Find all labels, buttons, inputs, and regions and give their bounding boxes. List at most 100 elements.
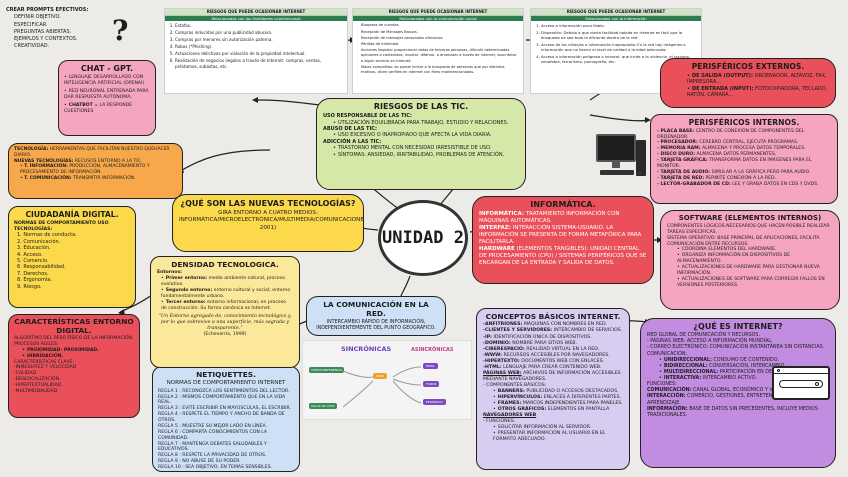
caracteristicas-line: ALGORITMO DEL PESO FÍSICO DE LA INFORMAC… — [14, 336, 134, 342]
densidad-item: Tercer entorno: entorno informacional, e… — [161, 300, 293, 312]
center-node: UNIDAD 2 — [378, 200, 468, 276]
software-title: SOFTWARE (ELEMENTOS INTERNOS) — [678, 214, 822, 222]
conceptos-key: -HTML: — [483, 364, 502, 370]
sheet-item: Malas compañías: se puede incitar a la b… — [361, 65, 519, 75]
comunicacion-title: LA COMUNICACIÓN EN LA RED. — [323, 300, 429, 319]
internet-key: INFORMACIÓN: — [647, 406, 688, 412]
internet-line: COMUNICACIÓN: — [647, 351, 688, 357]
ciudadania-sub: NORMAS DE COMPORTAMIENTO USO TECNOLOGÍAS… — [14, 220, 109, 232]
netiquette-rule: REGLA 9 : NO ABUSE DE SU PODER. — [158, 459, 241, 465]
internet-line: - PÁGINAS WEB: ACCESO A INFORMACIÓN MUND… — [647, 339, 773, 345]
comunicacion-box: LA COMUNICACIÓN EN LA RED. INTERCAMBIO R… — [306, 296, 446, 336]
internet-intro: RED GLOBAL DE COMUNICACIÓN Y RECURSOS. — [647, 333, 760, 339]
internos-key: - PROCESADOR: — [657, 140, 698, 146]
conceptos-value: NOMBRE PARA SITIOS WEB. — [512, 340, 577, 346]
chatgpt-title: CHAT - GPT. — [80, 64, 134, 73]
conceptos-value: DOCUMENTOS WEB CON ENLACES. — [521, 358, 605, 364]
netiquette-rule: REGLA 8 : RESPETE LA PRIVACIDAD DE OTROS… — [158, 453, 267, 459]
externos-title: PERISFÉRICOS EXTERNOS. — [691, 62, 805, 71]
riesgos-item: TRASTORNO MENTAL CON NECESIDAD IRRESISTI… — [333, 145, 519, 151]
conceptos-value: INTERCAMBIO DE SERVICIOS. — [553, 328, 623, 334]
externos-key: DE SALIDA (OUTPUT): — [691, 72, 753, 79]
chatgpt-item: CHATBOT = LA RESPONDE CUESTIONES — [64, 103, 150, 115]
informatica-box: INFORMÁTICA. INFORMÁTICA: TRATAMIENTO IN… — [472, 196, 654, 284]
densidad-sub: Entornos: — [157, 270, 183, 276]
conceptos-func-item: PRESENTAR INFORMACIÓN AL USUARIO EN EL F… — [493, 431, 623, 443]
externos-item: DE SALIDA (OUTPUT): ORDENADOR, ALTAVOZ, … — [687, 73, 829, 86]
sheet-item: Pérdida de intimidad. — [361, 42, 519, 47]
sheet-item: Recepción de Mensajes Basura. — [361, 30, 519, 35]
densidad-quote: “Un Entorno agregado de, conocimiento te… — [158, 313, 292, 331]
async-tag: FOROS — [423, 381, 440, 387]
sheet-item: Acceso a información peligrosa o inmoral… — [541, 54, 697, 65]
async-tag: PERIÓDICO — [423, 399, 446, 405]
prompts-item: PREGUNTAS ABIERTAS. — [14, 28, 72, 35]
nuevas-text: GIRA ENTORNO A CUATRO MEDIOS: INFORMÁTIC… — [179, 210, 364, 231]
software-line: SISTEMA OPERATIVO: BASE PRINCIPAL DE APL… — [667, 235, 820, 247]
internos-value: ALMACENA DATOS PERMANENTES. — [696, 152, 777, 158]
internet-key: INTERACCIÓN: — [647, 394, 686, 400]
internet-key: MULTIDIRECCIONAL: — [663, 369, 719, 375]
sheet-item: Bloqueos de cuentas. — [361, 23, 519, 28]
comp-value: PUBLICIDAD O ACCESOS DESTACADOS. — [526, 388, 619, 394]
browser-search-icon — [772, 366, 830, 400]
netiquette-rule: REGLA 7 : MANTENGA DEBATES SALUDABLES Y … — [158, 441, 267, 453]
internet-value: PARTICIPACIÓN EN DEBATES. — [719, 369, 789, 375]
tic-value: RECUSOS ENTORNO A LA TIC. — [74, 158, 143, 164]
caracteristicas-line: PROCESOS ÁGILES: — [14, 341, 59, 347]
caracteristicas-title: CARACTERÍSTICAS ENTORNO DIGITAL. — [14, 317, 134, 335]
ciudadania-item: 1. Normas de conducta. — [17, 232, 77, 239]
netiquette-rule: REGLA 3 : EVITE ESCRIBIR EN MAYÚSCULAS, … — [158, 406, 291, 412]
tecnologia-box: TECNOLOGÍA: HERRAMIENTAS QUE FACILITAN N… — [8, 143, 183, 199]
tic-value: HERRAMIENTAS QUE FACILITAN NUESTRO QUEHA… — [14, 147, 170, 158]
prompts-item: CREATIVIDAD. — [14, 43, 50, 50]
comp-key: HIPERVÍNCULOS: — [497, 394, 543, 400]
center-title: UNIDAD 2 — [382, 228, 464, 248]
sheet-item: Compras inducidas por una publicidad abu… — [175, 30, 343, 36]
tic-value: TRANSMITIR INFORMACIÓN. — [73, 175, 136, 181]
comunicacion-text: INTERCAMBIO RÁPIDO DE INFORMACIÓN, INDEP… — [316, 319, 436, 332]
externos-item: DE ENTRADA (INPUT): FOTOCOPIADORA, TECLA… — [687, 86, 829, 99]
internet-bullet: UNIDIRECCIONAL: CONSUMO DE CONTENIDO. — [659, 358, 829, 364]
sheet-subheader: Relacionados con la comunicación social — [353, 15, 523, 22]
densidad-key: Segundo entorno: — [165, 288, 213, 294]
prompts-item: EJEMPLOS Y CONTEXTOS. — [14, 36, 78, 42]
internos-value: ALMACENA Y PROCESA DATOS TEMPORALES. — [702, 146, 806, 152]
riesgos-heading: USO RESPONSABLE DE LAS TIC: — [323, 113, 412, 120]
software-box: SOFTWARE (ELEMENTOS INTERNOS) COMPONENTE… — [660, 210, 840, 310]
internos-key: - DISCO DURO: — [657, 152, 696, 158]
software-bullet: COORDINA ELEMENTOS DEL HARDWARE. — [677, 247, 833, 253]
densidad-item: Primer entorno: medio ambiente natural, … — [161, 276, 293, 288]
internet-value: CONSUMO DE CONTENIDO. — [713, 357, 779, 363]
informatica-title: INFORMÁTICA. — [530, 200, 596, 209]
prompts-item: DEFINIR OBJETIVO. — [14, 14, 61, 21]
conceptos-title: CONCEPTOS BÁSICOS INTERNET. — [485, 312, 621, 321]
sheet-subheader: Relacionados con las finalidades económi… — [165, 15, 347, 22]
internet-value: COMERCIO, GESTIONES, ENTRETENIMIENTO Y A… — [647, 394, 797, 406]
sheet-item: Realización de negocios ilegales a travé… — [175, 58, 343, 70]
sheet-item: Actuaciones delictivas por violación de … — [175, 51, 343, 57]
ciudadania-item: 5. Comercio. — [17, 258, 49, 265]
internet-value: CANAL GLOBAL, ECONÓMICO Y VERSÁTIL. — [693, 388, 794, 394]
externos-value: ORDENADOR, ALTAVOZ, FAX, IMPRESORA... — [687, 72, 827, 86]
tic-key: T. COMUNICACIÓN: — [24, 175, 72, 181]
netiquette-rule: REGLA 2 : MISMOS COMPORTAMIENTO QUE EN L… — [158, 394, 286, 406]
caracteristicas-box: CARACTERÍSTICAS ENTORNO DIGITAL. ALGORIT… — [8, 314, 140, 418]
sheet-item: Dispersión: Debido a que cierta facilida… — [541, 30, 697, 41]
conceptos-func: - FUNCIONES: — [483, 418, 516, 424]
prompts-title: CREAR PROMPTS EFECTIVOS: — [6, 7, 89, 13]
sync-label: SINCRÓNICAS — [341, 345, 392, 353]
software-intro: COMPONENTES LÓGICOS NECESARIOS QUE HACEN… — [667, 223, 830, 235]
async-label: ASINCRÓNICAS — [411, 347, 454, 353]
chatgpt-item: LENGUAJE DESARROLLADO CON INTELIGENCIA A… — [64, 75, 150, 87]
conceptos-value: IDENTIFICACIÓN ÚNICA DE DISPOSITIVOS. — [493, 334, 592, 340]
internet-line: - CORREO ELECTRÓNICO: COMUNICACIÓN INSTA… — [647, 345, 825, 351]
caracteristicas-rest: -INMEDIATEZ Y VELOCIDAD — [14, 365, 77, 371]
riesgos-sheet-informacion: RIESGOS QUE PUEDE OCASIONAR INTERNET Rel… — [530, 8, 702, 94]
conceptos-nav: NAVEGADORES WEB — [483, 412, 537, 418]
conceptos-func-item: SOLICITAR INFORMACIÓN AL SERVIDOR. — [493, 425, 623, 431]
software-bullet: ACTUALIZACIONES DE SOFTWARE PARA CORREGI… — [677, 277, 833, 289]
software-bullet: ORGANIZA INFORMACIÓN EN DISPOSITIVOS DE … — [677, 253, 833, 265]
question-mark-icon: ? — [112, 14, 129, 47]
conceptos-key: PÁGINAS WEB: — [483, 370, 522, 376]
